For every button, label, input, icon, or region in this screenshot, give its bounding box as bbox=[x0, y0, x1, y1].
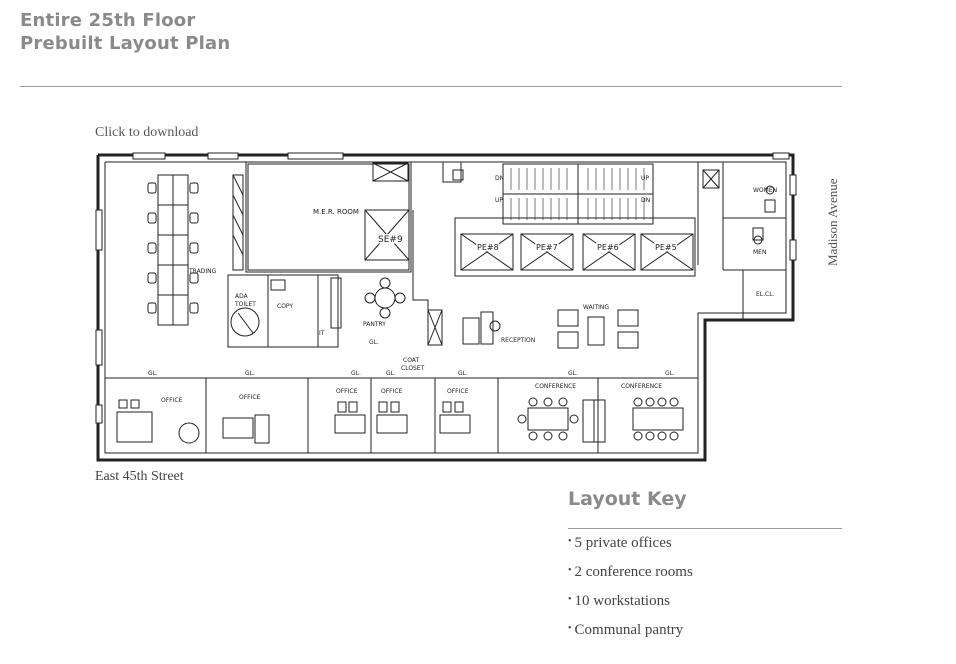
offices-corridor: GL. GL. GL. GL. GL. GL. GL. bbox=[105, 370, 698, 379]
bullet-icon: • bbox=[568, 594, 572, 605]
layout-key-item-label: 5 private offices bbox=[574, 535, 672, 551]
layout-key-item: •10 workstations bbox=[568, 593, 670, 610]
service-rooms: ADA TOILET COPY IT PANTRY GL. bbox=[227, 274, 406, 348]
svg-text:COPY: COPY bbox=[277, 303, 293, 310]
svg-text:ADA: ADA bbox=[235, 293, 249, 300]
trading-workstations: TRADING bbox=[147, 174, 217, 326]
svg-text:TOILET: TOILET bbox=[234, 301, 256, 308]
svg-text:PE#5: PE#5 bbox=[655, 243, 677, 252]
svg-text:UP: UP bbox=[495, 197, 503, 204]
page-title-line-2: Prebuilt Layout Plan bbox=[20, 33, 231, 54]
svg-text:OFFICE: OFFICE bbox=[447, 388, 469, 395]
layout-key-item: •5 private offices bbox=[568, 535, 672, 552]
svg-text:GL.: GL. bbox=[148, 370, 158, 377]
waiting-area: WAITING bbox=[557, 304, 639, 349]
layout-key-item: •2 conference rooms bbox=[568, 564, 693, 581]
svg-text:GL.: GL. bbox=[458, 370, 468, 377]
stairs: DN UP UP DN bbox=[495, 163, 654, 225]
svg-text:PE#7: PE#7 bbox=[536, 243, 558, 252]
svg-text:CONFERENCE: CONFERENCE bbox=[621, 383, 662, 390]
reception-area: COAT CLOSET RECEPTION bbox=[401, 210, 535, 372]
svg-text:MEN: MEN bbox=[753, 249, 766, 256]
title-divider bbox=[20, 86, 842, 87]
svg-text:OFFICE: OFFICE bbox=[336, 388, 358, 395]
download-link[interactable]: Click to download bbox=[95, 125, 199, 140]
mer-room: M.E.R. ROOM SE#9 bbox=[245, 161, 412, 273]
svg-text:PE#8: PE#8 bbox=[477, 243, 499, 252]
bullet-icon: • bbox=[568, 565, 572, 576]
svg-text:GL.: GL. bbox=[665, 370, 675, 377]
street-label-madison: Madison Avenue bbox=[825, 178, 840, 267]
layout-key-item-label: 10 workstations bbox=[574, 593, 670, 609]
structure-columns bbox=[232, 162, 720, 271]
outer-walls bbox=[95, 152, 797, 462]
layout-key-divider bbox=[568, 528, 842, 529]
svg-text:EL.CL.: EL.CL. bbox=[756, 291, 775, 298]
svg-text:DN: DN bbox=[641, 197, 650, 204]
svg-text:PE#6: PE#6 bbox=[597, 243, 619, 252]
layout-key-item-label: Communal pantry bbox=[574, 622, 684, 638]
layout-key-item-label: 2 conference rooms bbox=[574, 564, 693, 580]
svg-text:RECEPTION: RECEPTION bbox=[501, 337, 535, 344]
bullet-icon: • bbox=[568, 536, 572, 547]
svg-text:TRADING: TRADING bbox=[188, 268, 217, 275]
svg-text:GL.: GL. bbox=[568, 370, 578, 377]
private-offices: OFFICE OFFICE OFFICE OFFICE OFFICE bbox=[116, 378, 599, 453]
svg-text:IT: IT bbox=[319, 330, 325, 337]
layout-key-item: •Communal pantry bbox=[568, 622, 683, 639]
svg-text:PANTRY: PANTRY bbox=[363, 321, 386, 328]
svg-text:OFFICE: OFFICE bbox=[381, 388, 403, 395]
svg-text:OFFICE: OFFICE bbox=[239, 394, 261, 401]
svg-text:GL.: GL. bbox=[245, 370, 255, 377]
svg-text:GL.: GL. bbox=[369, 339, 379, 346]
svg-text:GL.: GL. bbox=[351, 370, 361, 377]
conference-rooms: CONFERENCE CONFERENCE bbox=[517, 383, 684, 443]
svg-text:M.E.R. ROOM: M.E.R. ROOM bbox=[313, 208, 359, 216]
svg-text:DN: DN bbox=[495, 175, 504, 182]
street-label-east-45th: East 45th Street bbox=[95, 469, 184, 484]
svg-text:UP: UP bbox=[641, 175, 649, 182]
layout-key-title: Layout Key bbox=[568, 488, 687, 510]
elevator-bank: PE#8 PE#7 PE#6 PE#5 bbox=[442, 161, 696, 277]
page-title-line-1: Entire 25th Floor bbox=[20, 10, 196, 31]
svg-text:GL.: GL. bbox=[386, 370, 396, 377]
svg-text:WAITING: WAITING bbox=[583, 304, 609, 311]
floor-plan[interactable]: M.E.R. ROOM SE#9 DN UP UP DN bbox=[93, 150, 803, 465]
svg-text:CLOSET: CLOSET bbox=[401, 365, 425, 372]
svg-text:OFFICE: OFFICE bbox=[161, 397, 183, 404]
svg-text:COAT: COAT bbox=[403, 357, 419, 364]
svg-text:CONFERENCE: CONFERENCE bbox=[535, 383, 576, 390]
svg-text:WOMEN: WOMEN bbox=[753, 187, 777, 194]
svg-text:SE#9: SE#9 bbox=[378, 235, 403, 245]
bullet-icon: • bbox=[568, 623, 572, 634]
restrooms: WOMEN MEN EL.CL. bbox=[697, 162, 786, 320]
